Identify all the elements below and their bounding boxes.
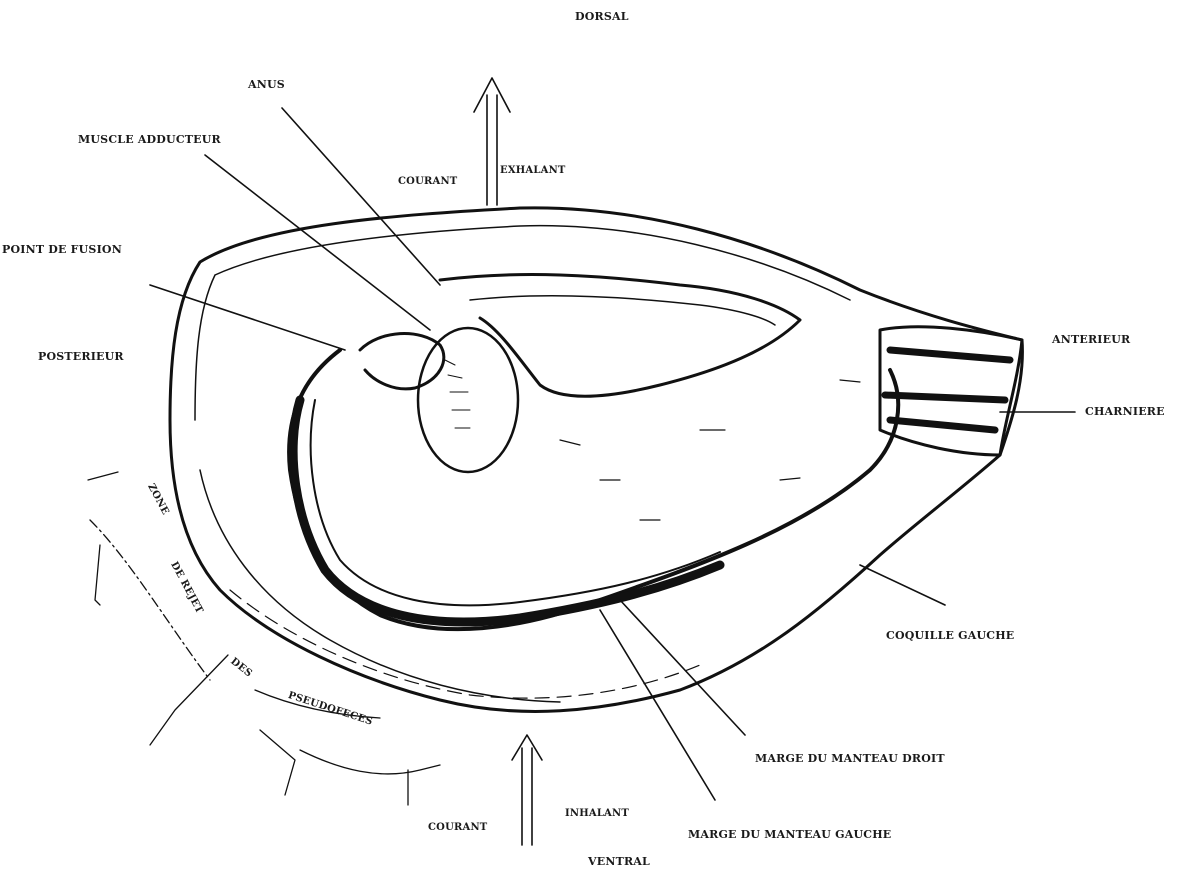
mantle-margin-band — [293, 400, 720, 622]
leader-anus — [282, 108, 440, 285]
label-point-de-fusion: POINT DE FUSION — [2, 243, 122, 256]
label-ventral: VENTRAL — [588, 855, 650, 868]
hinge-shading — [885, 350, 1010, 430]
left-valve-outline — [289, 350, 898, 629]
adductor-hatching — [445, 360, 470, 428]
label-posterieur: POSTERIEUR — [38, 350, 124, 363]
pseudofeces-guides — [88, 472, 440, 805]
exhalant-arrow — [474, 78, 510, 205]
mantle-margin-inner — [311, 400, 720, 605]
shell-texture — [560, 380, 860, 520]
label-coquille-gauche: COQUILLE GAUCHE — [886, 629, 1014, 642]
label-dorsal: DORSAL — [575, 10, 629, 23]
label-exhalant: EXHALANT — [500, 165, 566, 176]
adductor-muscle — [418, 328, 518, 472]
leader-muscle-adducteur — [205, 155, 430, 330]
label-anus: ANUS — [248, 78, 285, 91]
gill-inner — [470, 296, 775, 325]
label-courant-exhalant-1: COURANT — [398, 176, 457, 187]
label-charniere: CHARNIERE — [1085, 405, 1165, 418]
label-marge-manteau-gauche: MARGE DU MANTEAU GAUCHE — [688, 828, 891, 841]
leader-marge-droit — [620, 600, 745, 735]
label-inhalant: INHALANT — [565, 808, 629, 819]
gill-fold — [440, 275, 800, 397]
inhalant-arrow — [512, 735, 542, 845]
hinge-area — [880, 327, 1022, 455]
leader-coquille-gauche — [860, 565, 945, 605]
fusion-point-lobes — [360, 334, 444, 389]
label-anterieur: ANTERIEUR — [1052, 333, 1130, 346]
label-marge-manteau-droit: MARGE DU MANTEAU DROIT — [755, 752, 945, 765]
label-courant-inhalant: COURANT — [428, 822, 487, 833]
label-muscle-adducteur: MUSCLE ADDUCTEUR — [78, 133, 221, 146]
